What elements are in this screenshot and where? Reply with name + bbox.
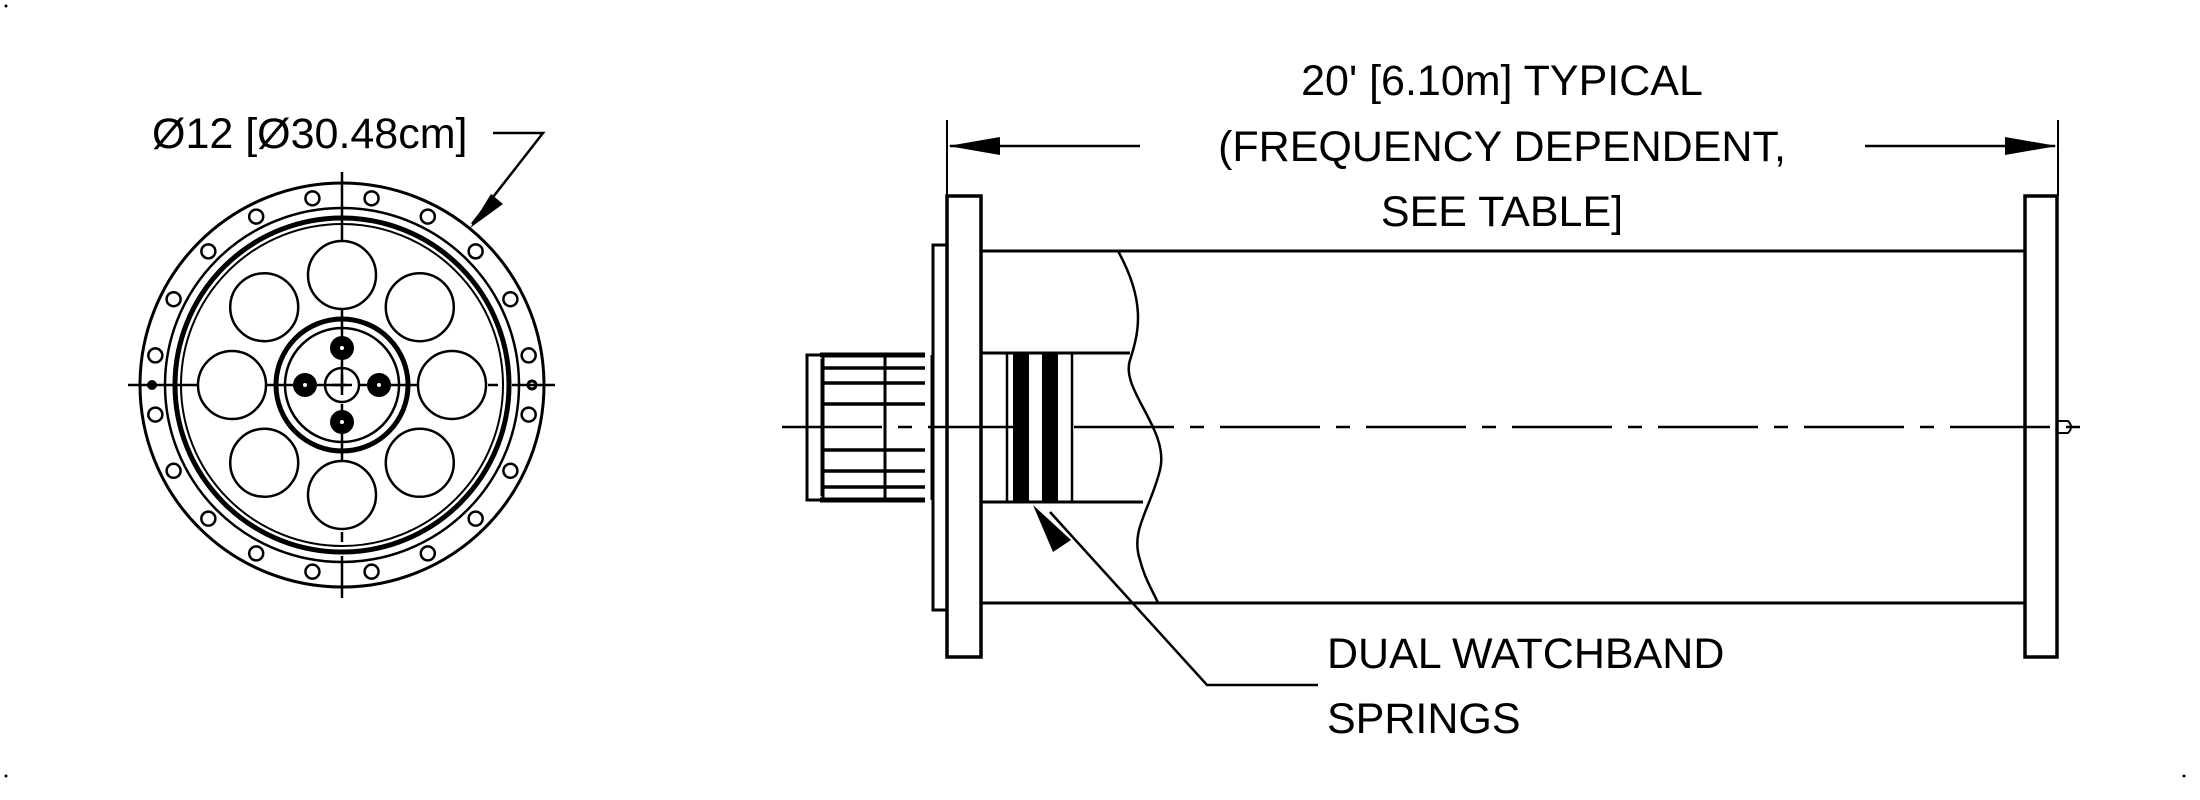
center-bore xyxy=(323,366,361,404)
bolt-hole xyxy=(520,347,537,364)
right-flange xyxy=(2023,194,2059,659)
dimension-arrow-left-icon xyxy=(948,137,1000,155)
length-label-line-1: 20' [6.10m] TYPICAL xyxy=(1301,57,1703,105)
bolt-hole xyxy=(165,462,182,480)
port-opening xyxy=(196,349,268,421)
bolt-hole xyxy=(247,545,265,562)
sheet-corner-marks xyxy=(4,4,2186,778)
bolt-hole xyxy=(467,243,484,260)
length-label-line-2: (FREQUENCY DEPENDENT, xyxy=(1218,123,1786,171)
alignment-pin-left xyxy=(147,380,157,390)
bolt-hole xyxy=(520,406,537,423)
springs-label-line-1: DUAL WATCHBAND xyxy=(1327,630,1724,678)
port-openings xyxy=(196,239,488,531)
bolt-hole xyxy=(419,208,437,225)
bolt-hole xyxy=(363,563,380,580)
alignment-pin-right xyxy=(526,379,538,391)
flange-outer-edge xyxy=(138,181,546,589)
port-opening xyxy=(228,427,300,499)
connector-knurl xyxy=(805,352,934,503)
bolt-hole xyxy=(200,510,217,527)
port-opening xyxy=(228,271,300,343)
hub-fastener-center xyxy=(340,420,344,424)
springs-label-line-2: SPRINGS xyxy=(1327,695,1521,743)
bolt-holes xyxy=(147,190,537,580)
port-opening xyxy=(416,349,488,421)
hub-fasteners xyxy=(293,336,391,434)
bolt-hole xyxy=(147,406,164,423)
bolt-hole xyxy=(363,190,380,207)
port-opening xyxy=(384,271,456,343)
center-cross-icon xyxy=(332,375,352,395)
flange-inner-ring xyxy=(163,206,521,564)
length-dimension xyxy=(946,120,2059,196)
bolt-hole xyxy=(147,347,164,364)
bolt-hole xyxy=(502,462,519,480)
hub-fastener-center xyxy=(303,383,307,387)
tube-wall-inner xyxy=(180,223,504,547)
diameter-leader-arrow xyxy=(470,131,546,228)
bolt-hole xyxy=(419,545,437,562)
hub-fastener-center xyxy=(340,346,344,350)
springs-leader-arrow xyxy=(1033,505,1318,687)
tube-wall-outer xyxy=(172,215,512,555)
bolt-hole xyxy=(200,243,217,260)
bolt-hole xyxy=(502,290,519,308)
dimension-arrow-right-icon xyxy=(2005,137,2057,155)
bolt-hole xyxy=(467,510,484,527)
bolt-hole xyxy=(304,563,321,580)
bolt-hole xyxy=(247,208,265,225)
side-view: 20' [6.10m] TYPICAL (FREQUENCY DEPENDENT… xyxy=(782,57,2090,743)
diameter-dimension-label: Ø12 [Ø30.48cm] xyxy=(152,110,468,158)
bolt-hole xyxy=(165,290,182,308)
hub-outer xyxy=(273,316,411,454)
port-opening xyxy=(384,427,456,499)
hub-inner xyxy=(283,326,401,444)
length-label-line-3: SEE TABLE] xyxy=(1381,188,1623,236)
end-view: Ø12 [Ø30.48cm] xyxy=(128,110,555,598)
bolt-hole xyxy=(304,190,321,207)
port-opening xyxy=(306,459,378,531)
left-flange xyxy=(945,194,983,659)
port-opening xyxy=(306,239,378,311)
right-end-nub xyxy=(2057,420,2072,434)
watchband-springs xyxy=(1005,351,1074,504)
hub-fastener-center xyxy=(377,383,381,387)
